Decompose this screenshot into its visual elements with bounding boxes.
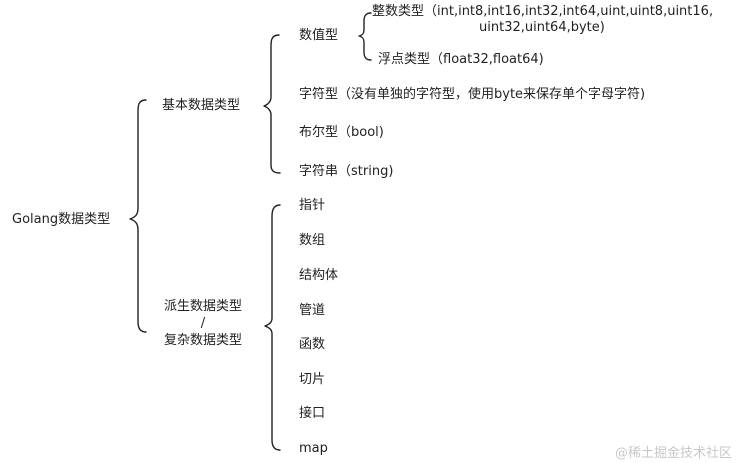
integer-types-line2: uint32,uint64,byte) — [479, 20, 605, 35]
float-types-node: 浮点类型（float32,float64) — [378, 52, 544, 67]
derived-item-struct: 结构体 — [299, 268, 339, 283]
watermark: @稀土掘金技术社区 — [614, 446, 732, 461]
derived-label-line1: 派生数据类型 — [163, 299, 242, 314]
numeric-bracket — [358, 12, 372, 61]
string-type-node: 字符串（string) — [299, 164, 394, 179]
derived-item-channel: 管道 — [299, 303, 326, 318]
root-bracket — [129, 99, 147, 333]
derived-item-interface: 接口 — [299, 406, 326, 421]
derived-item-array: 数组 — [299, 233, 326, 248]
derived-bracket — [264, 204, 281, 451]
derived-label-slash: / — [200, 316, 206, 331]
derived-item-pointer: 指针 — [299, 198, 326, 213]
basic-bracket — [263, 34, 281, 174]
bool-type-node: 布尔型（bool) — [299, 125, 384, 140]
derived-label-line2: 复杂数据类型 — [163, 333, 242, 348]
derived-item-function: 函数 — [299, 337, 326, 352]
char-type-node: 字符型（没有单独的字符型，使用byte来保存单个字母字符) — [299, 87, 646, 102]
derived-item-slice: 切片 — [299, 372, 326, 387]
basic-types-node: 基本数据类型 — [162, 98, 241, 113]
derived-item-map: map — [299, 441, 328, 456]
numeric-type-node: 数值型 — [299, 28, 339, 43]
integer-types-line1: 整数类型（int,int8,int16,int32,int64,uint,uin… — [372, 4, 714, 19]
root-node: Golang数据类型 — [12, 212, 111, 227]
